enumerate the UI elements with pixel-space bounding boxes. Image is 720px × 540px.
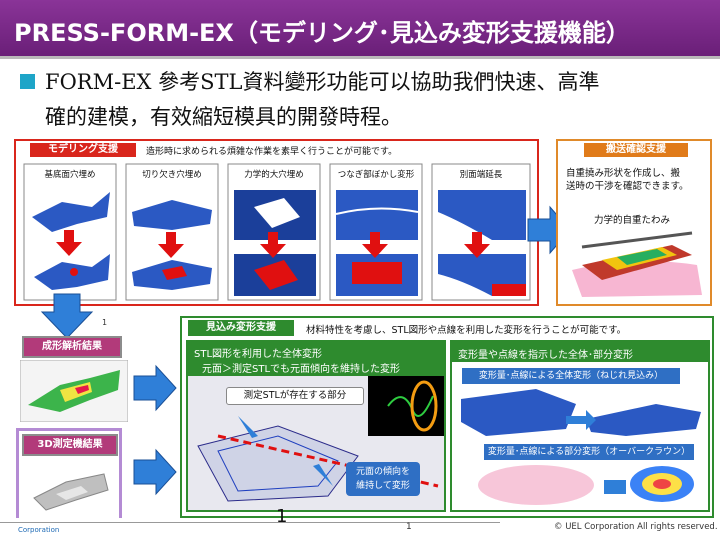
mikomi-desc: 材料特性を考慮し、STL図形や点線を利用した変形を行うことが可能です。 <box>306 325 627 336</box>
callout-keep-trend-2: 維持して変形 <box>356 481 410 491</box>
measure-label: 3D測定機結果 <box>22 434 118 456</box>
mikomi-header: 見込み変形支援 <box>188 320 294 336</box>
body-line-2: 確的建模，有效縮短模具的開發時程。 <box>45 105 402 129</box>
footer-page-num: 1 <box>406 522 412 532</box>
title-bar <box>0 0 720 56</box>
deform-box-2: 変形量･点線による部分変形（オーバークラウン） <box>484 444 694 460</box>
transport-label: 力学的自重たわみ <box>594 215 671 226</box>
small-page-number: 1 <box>102 318 108 327</box>
stl-subpanel-header <box>188 342 444 376</box>
deform-box-1: 変形量･点線による全体変形（ねじれ見込み） <box>462 368 680 384</box>
footer-copyright: © UEL Corporation All rights reserved. <box>554 522 718 532</box>
deform-full-illustration <box>461 389 701 436</box>
deform-part-illustration <box>478 465 694 505</box>
modeling-desc: 造形時に求められる煩雑な作業を素早く行うことが可能です。 <box>146 147 398 157</box>
deflection-illustration <box>572 231 702 297</box>
down-arrows <box>56 230 490 258</box>
cell-label-4: つなぎ部ぼかし変形 <box>337 170 415 180</box>
footer-line <box>0 522 500 523</box>
footer-corp: Corporation <box>18 526 60 534</box>
transport-desc-2: 送時の干渉を確認できます。 <box>566 181 689 192</box>
transport-header: 搬送確認支援 <box>584 143 688 157</box>
body-line-1: FORM-EX 參考STL資料變形功能可以協助我們快速、高準 <box>45 70 600 94</box>
title-underline <box>0 56 720 59</box>
cell-label-2: 切り欠き穴埋め <box>142 170 202 180</box>
deform-subpanel-header <box>452 342 708 362</box>
transport-desc-1: 自重撓み形状を作成し、搬 <box>566 168 681 179</box>
cell-label-5: 別面端延長 <box>459 170 503 180</box>
down-arrow-icon <box>40 293 94 339</box>
modeling-cells-illustration <box>23 163 531 301</box>
footer-page-big: 1 <box>276 506 288 527</box>
measure-image <box>33 473 109 511</box>
slide-title: PRESS-FORM-EX（モデリング･見込み変形支援機能） <box>14 19 630 47</box>
modeling-header: モデリング支援 <box>30 143 136 157</box>
deform-title: 変形量や点線を指示した全体･部分変形 <box>458 350 633 361</box>
callout-measure-stl: 測定STLが存在する部分 <box>226 387 364 405</box>
callout-keep-trend-1: 元面の傾向を <box>355 467 410 477</box>
modeling-cells <box>22 162 532 302</box>
right-arrow-icon-2 <box>133 364 177 412</box>
cell-label-3: 力学的大穴埋め <box>244 170 304 180</box>
callout-keep-trend: 元面の傾向を 維持して変形 <box>346 462 420 496</box>
analysis-image <box>20 360 128 422</box>
stl-title-2: 元面＞測定STLでも元面傾向を維持した変形 <box>202 364 401 375</box>
analysis-label: 成形解析結果 <box>22 336 122 358</box>
stl-title-1: STL図形を利用した全体変形 <box>194 349 323 360</box>
bullet-square-icon <box>20 74 35 89</box>
footer <box>0 518 720 540</box>
cell-label-1: 基底面穴埋め <box>44 170 96 180</box>
right-arrow-icon-3 <box>133 448 177 496</box>
